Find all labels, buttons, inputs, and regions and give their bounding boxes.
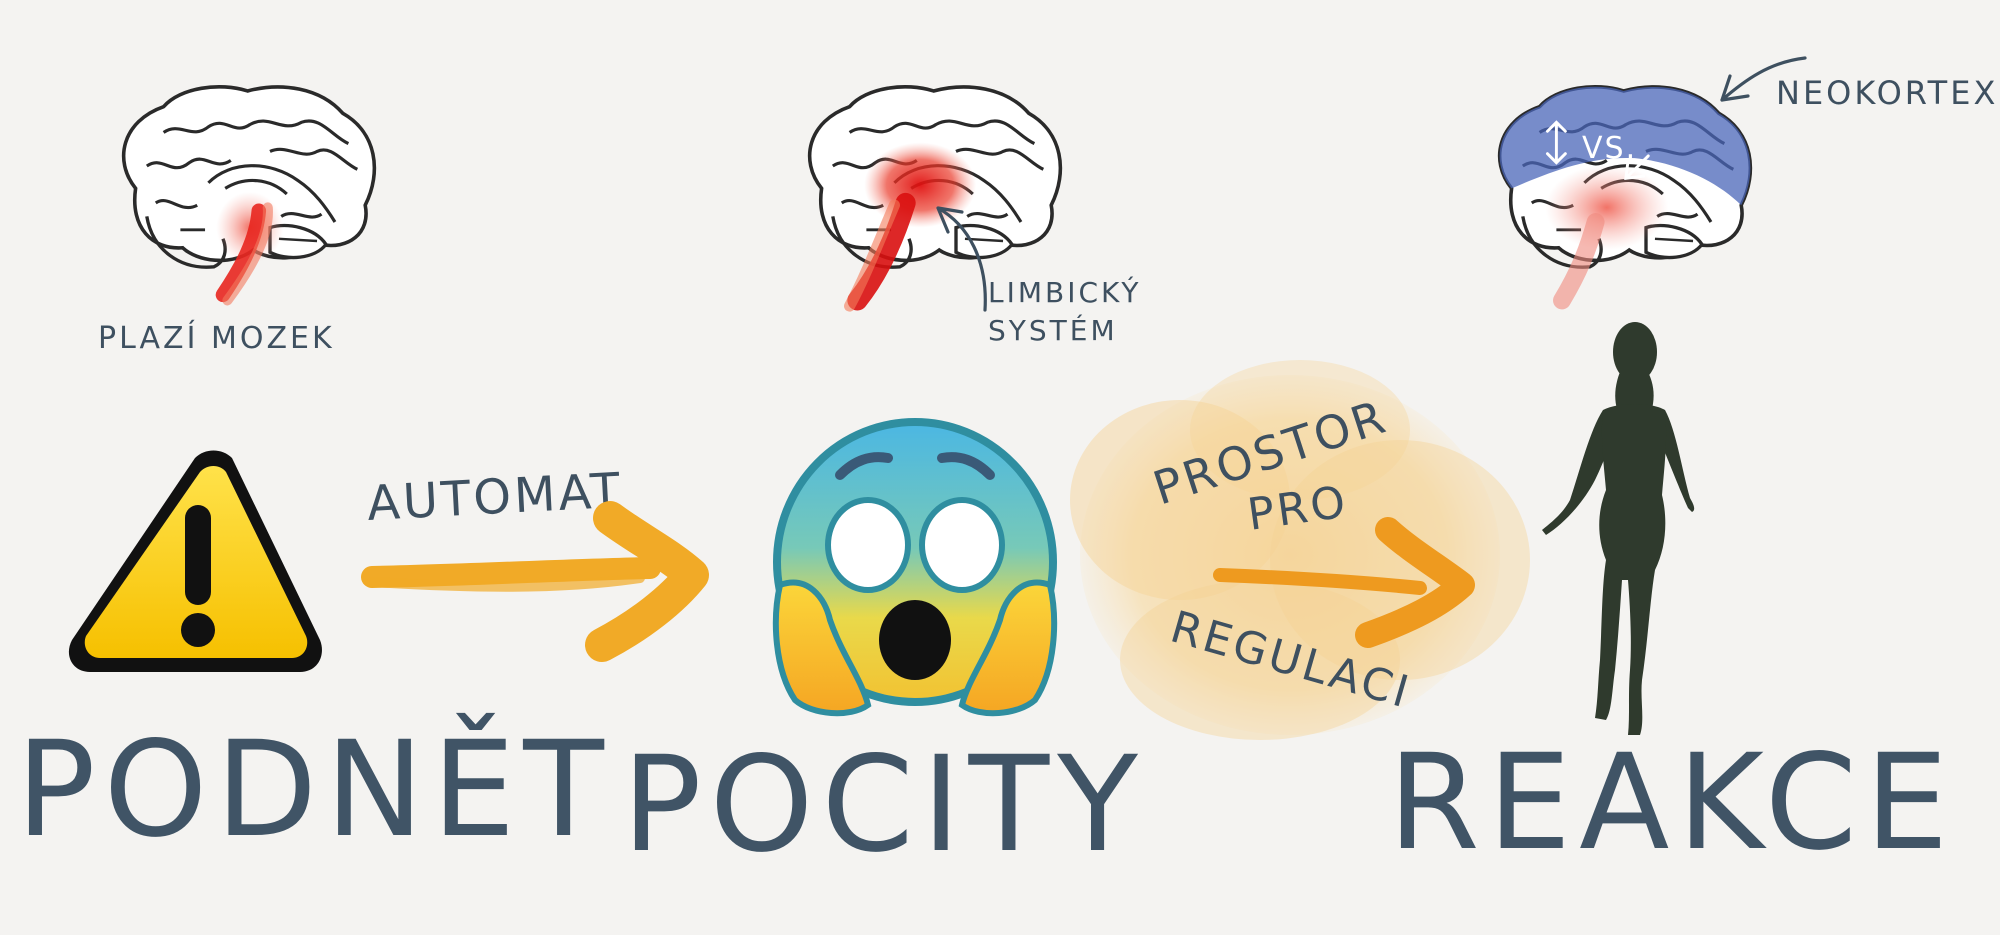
warning-sign-icon (68, 450, 322, 672)
automat-arrow (361, 501, 709, 662)
fearful-face-icon (772, 418, 1058, 717)
limbic-pointer-arrow (936, 206, 987, 312)
neocortex-label: NEOKORTEX (1776, 74, 1998, 112)
limbic-label-line2: SYSTÉM (988, 313, 1118, 347)
stage-label-reaction: REAKCE (1388, 726, 1956, 880)
automat-label: AUTOMAT (366, 463, 625, 532)
neocortex-vs-text: VS. (1582, 131, 1637, 166)
reptilian-brain-label: PLAZÍ MOZEK (98, 320, 335, 356)
stage-label-feelings: POCITY (622, 728, 1146, 882)
regulation-cloud (1070, 360, 1530, 740)
reptilian-brain-illustration (121, 84, 377, 306)
neocortex-pointer-arrow (1720, 56, 1807, 102)
limbic-label-line1: LIMBICKÝ (988, 275, 1142, 309)
regulation-arrow (1213, 517, 1475, 648)
limbic-brain-illustration (807, 84, 1063, 312)
woman-silhouette-icon (1542, 322, 1695, 735)
neocortex-brain-illustration (1497, 84, 1753, 310)
stage-label-stimulus: PODNĚT (16, 712, 612, 867)
